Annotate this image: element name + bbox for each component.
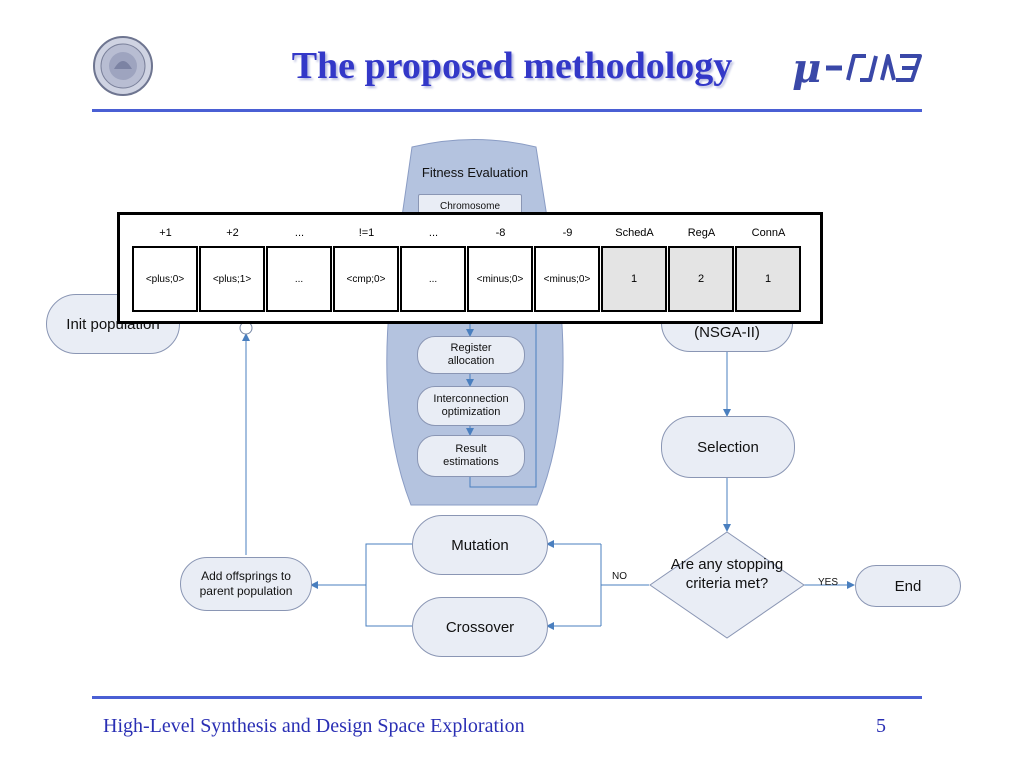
fitness-evaluation-label: Fitness Evaluation bbox=[421, 165, 529, 180]
add-offsprings-node: Add offsprings to parent population bbox=[180, 557, 312, 611]
gene-cell-register: 2 bbox=[668, 246, 734, 312]
add-offsprings-label: Add offsprings to parent population bbox=[199, 569, 293, 598]
no-label: NO bbox=[612, 571, 627, 582]
chromosome-encoding-table: +1 +2 ... !=1 ... -8 -9 SchedA RegA Conn… bbox=[117, 212, 823, 324]
politecnico-seal-logo bbox=[92, 35, 154, 97]
gene-cell: ... bbox=[266, 246, 332, 312]
chromosome-label: Chromosome bbox=[439, 201, 501, 212]
mutation-node: Mutation bbox=[412, 515, 548, 575]
register-allocation-label: Register allocation bbox=[447, 342, 495, 367]
mu-lab-logo: μ bbox=[790, 45, 930, 92]
end-label: End bbox=[894, 577, 922, 595]
gene-header: -8 bbox=[495, 227, 506, 239]
mutation-label: Mutation bbox=[451, 536, 509, 554]
interconnection-optimization-label: Interconnection optimization bbox=[433, 393, 509, 418]
gene-header: +1 bbox=[159, 227, 172, 239]
header-rule bbox=[92, 109, 922, 112]
page-number: 5 bbox=[876, 715, 886, 737]
result-estimations-label: Result estimations bbox=[443, 443, 499, 468]
selection-node: Selection bbox=[661, 416, 795, 478]
gene-cell-scheduling: 1 bbox=[601, 246, 667, 312]
gene-header: ... bbox=[428, 227, 439, 239]
gene-header: ... bbox=[294, 227, 305, 239]
gene-cell: <plus;0> bbox=[132, 246, 198, 312]
yes-label: YES bbox=[818, 577, 839, 588]
footer-rule bbox=[92, 696, 922, 699]
result-estimations-node: Result estimations bbox=[417, 435, 525, 477]
gene-cell: ... bbox=[400, 246, 466, 312]
stopping-criteria-label: Are any stopping criteria met? bbox=[670, 556, 784, 592]
register-allocation-node: Register allocation bbox=[417, 336, 525, 374]
gene-header: +2 bbox=[226, 227, 239, 239]
gene-cell: <minus;0> bbox=[534, 246, 600, 312]
gene-header: ConnA bbox=[751, 227, 786, 239]
page-title: The proposed methodology bbox=[291, 45, 733, 87]
crossover-label: Crossover bbox=[445, 618, 515, 636]
gene-cell: <cmp;0> bbox=[333, 246, 399, 312]
gene-header: !=1 bbox=[358, 227, 375, 239]
selection-label: Selection bbox=[697, 438, 759, 456]
gene-cell: <plus;1> bbox=[199, 246, 265, 312]
footer-text: High-Level Synthesis and Design Space Ex… bbox=[103, 715, 525, 737]
crossover-node: Crossover bbox=[412, 597, 548, 657]
gene-header: -9 bbox=[562, 227, 573, 239]
gene-header: RegA bbox=[687, 227, 716, 239]
nsga-label: (NSGA-II) bbox=[694, 324, 760, 341]
interconnection-optimization-node: Interconnection optimization bbox=[417, 386, 525, 426]
gene-cell: <minus;0> bbox=[467, 246, 533, 312]
gene-header: SchedA bbox=[615, 227, 654, 239]
svg-text:μ: μ bbox=[792, 46, 821, 90]
gene-cell-connection: 1 bbox=[735, 246, 801, 312]
end-node: End bbox=[855, 565, 961, 607]
